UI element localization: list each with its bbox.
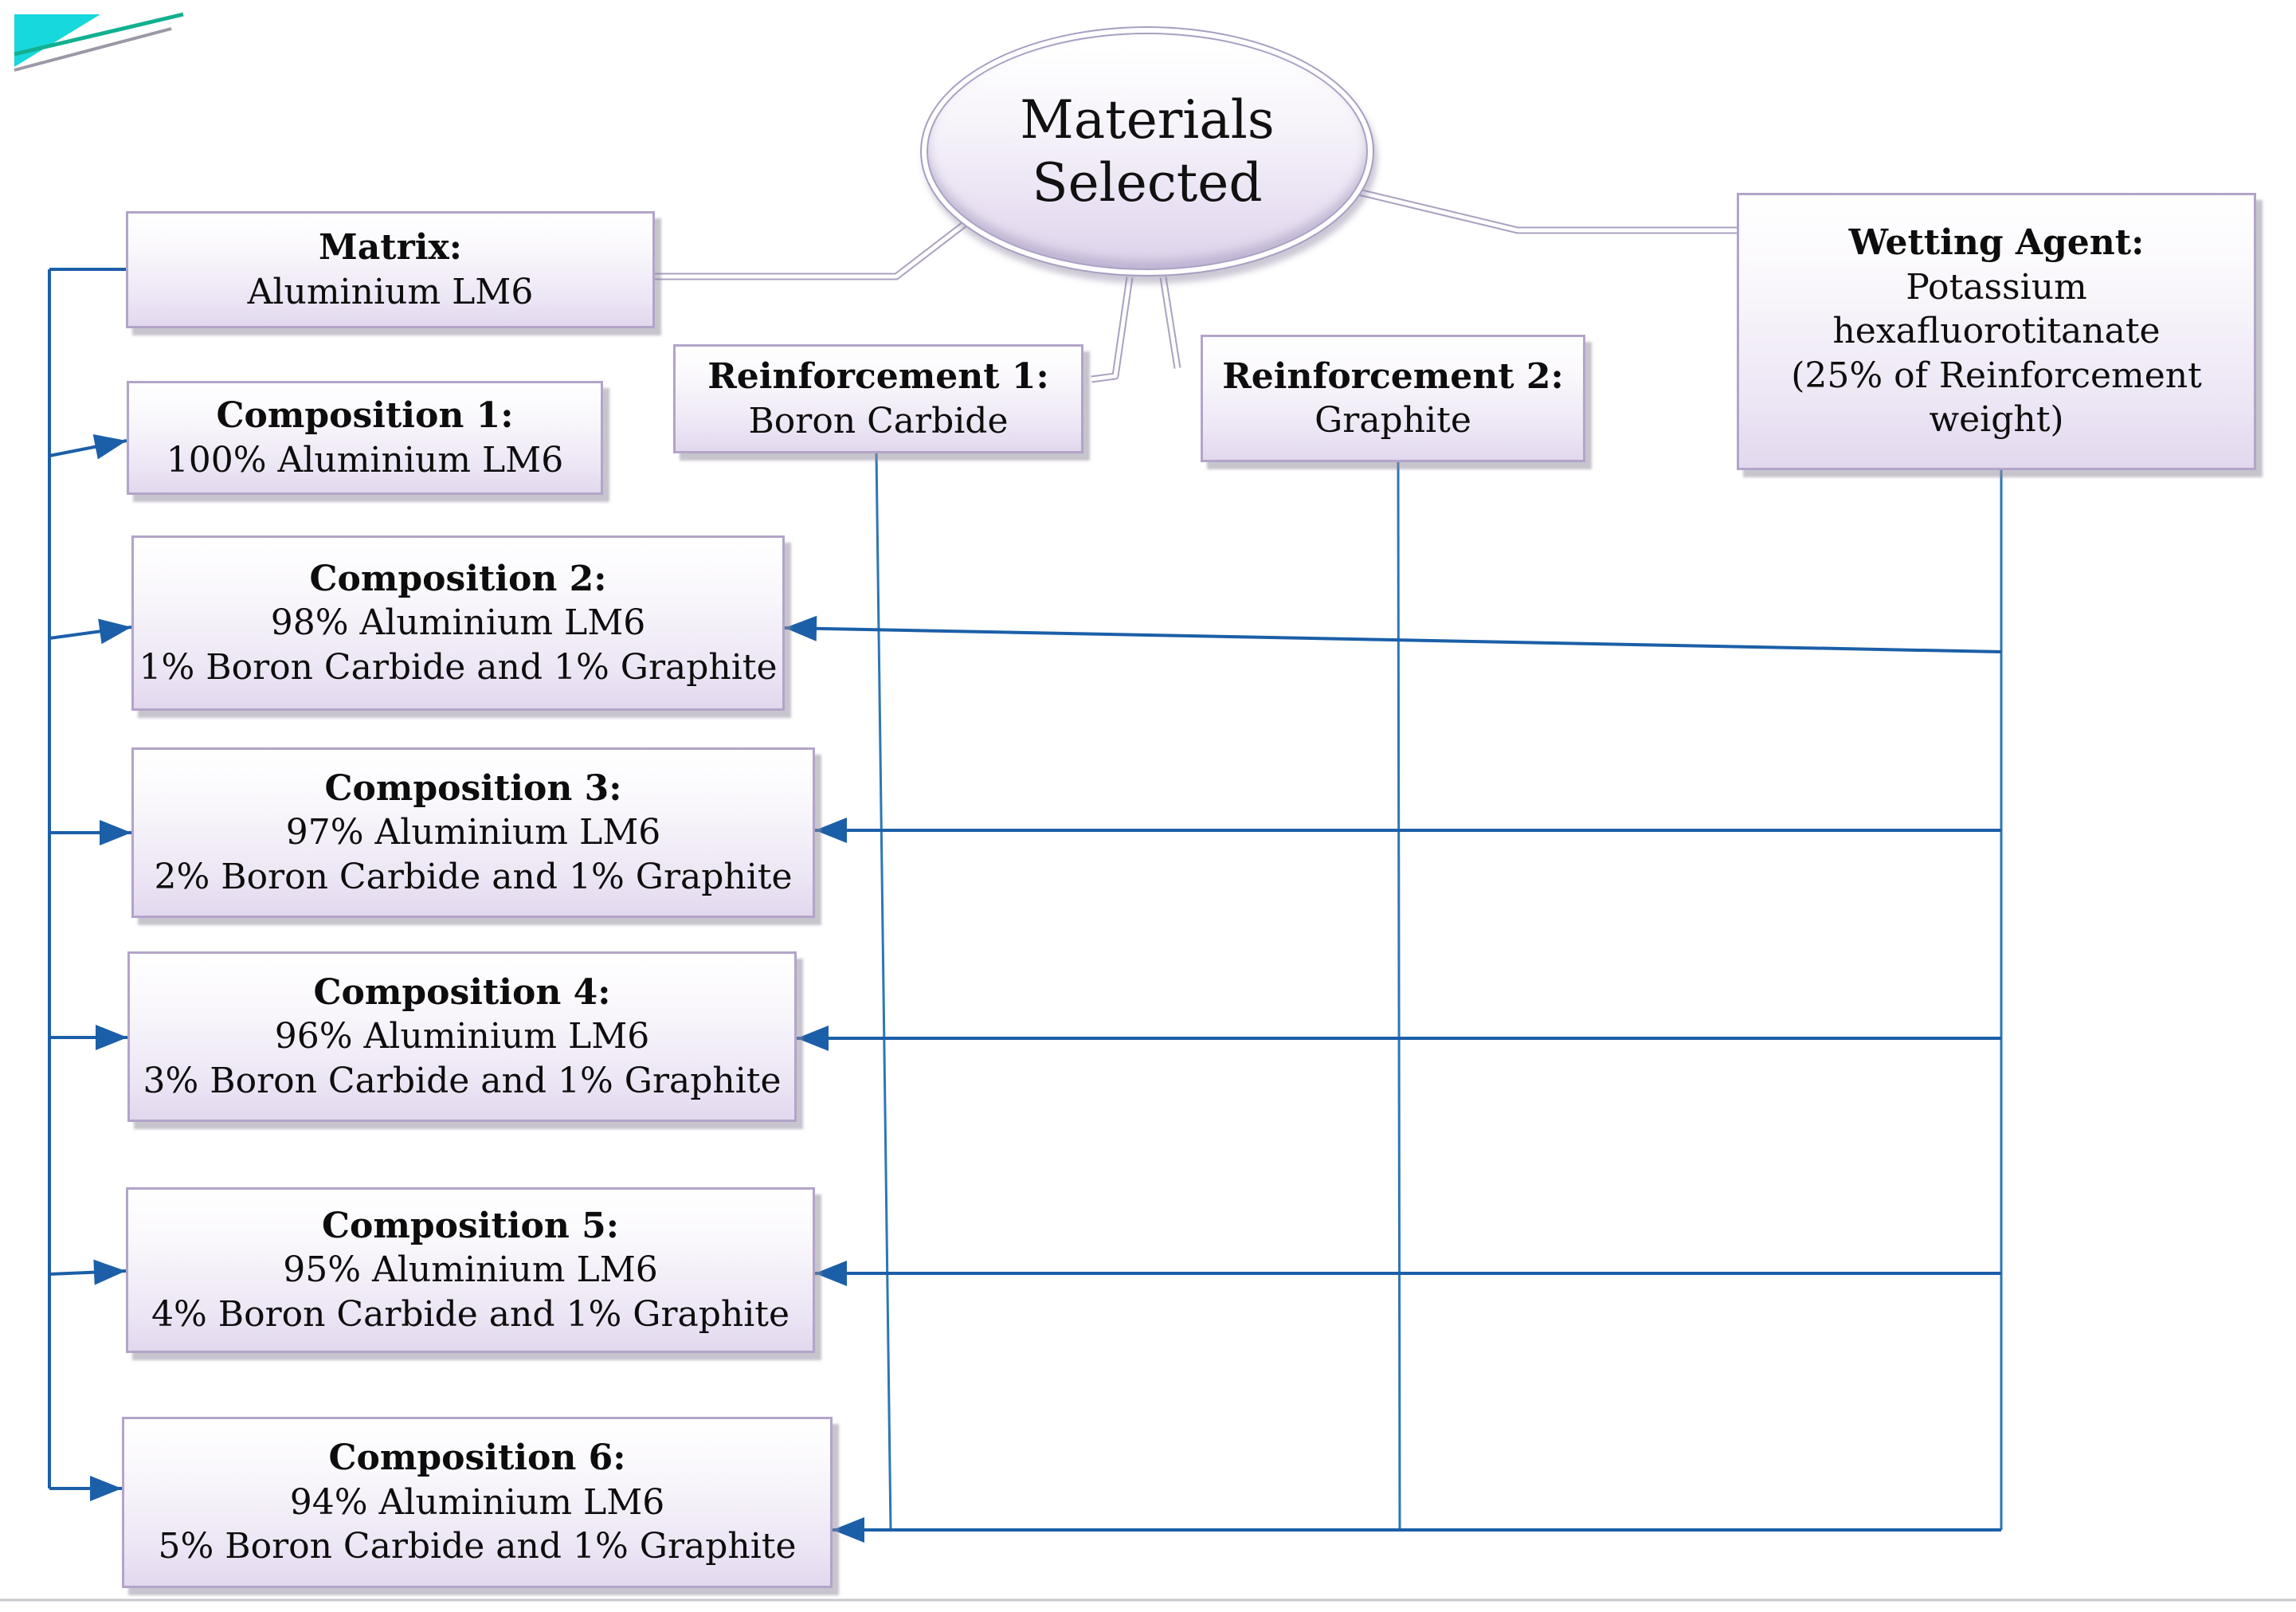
matrix-material: Aluminium LM6 (247, 271, 534, 312)
reinforcement-2-material: Graphite (1315, 400, 1471, 441)
composition-3-title: Composition 3: (324, 767, 622, 809)
reinforcement-1-material: Boron Carbide (748, 400, 1009, 441)
decorative-swoosh-logo-icon (14, 14, 183, 70)
composition-4-box: Composition 4: 96% Aluminium LM6 3% Boro… (127, 951, 797, 1122)
materials-selected-ellipse: Materials Selected (920, 26, 1374, 277)
composition-3-box: Composition 3: 97% Aluminium LM6 2% Boro… (131, 747, 815, 918)
composition-5-box: Composition 5: 95% Aluminium LM6 4% Boro… (126, 1187, 815, 1353)
reinforcement-1-title: Reinforcement 1: (707, 356, 1049, 398)
wetting-agent-line-3: (25% of Reinforcement (1791, 355, 2202, 396)
composition-2-line-2: 1% Boron Carbide and 1% Graphite (139, 646, 778, 688)
composition-6-box: Composition 6: 94% Aluminium LM6 5% Boro… (122, 1417, 833, 1588)
composition-6-line-2: 5% Boron Carbide and 1% Graphite (158, 1526, 797, 1567)
matrix-title: Matrix: (319, 227, 462, 269)
ellipse-line-1: Materials (1020, 88, 1275, 151)
composition-6-line-1: 94% Aluminium LM6 (289, 1481, 665, 1523)
reinforcement-2-box: Reinforcement 2: Graphite (1201, 335, 1585, 462)
composition-2-title: Composition 2: (309, 558, 607, 599)
composition-1-title: Composition 1: (216, 395, 514, 437)
reinforcement-1-box: Reinforcement 1: Boron Carbide (673, 344, 1083, 453)
composition-3-line-1: 97% Aluminium LM6 (285, 812, 661, 853)
wetting-agent-title: Wetting Agent: (1848, 222, 2145, 264)
composition-5-title: Composition 5: (321, 1205, 620, 1246)
composition-5-line-1: 95% Aluminium LM6 (283, 1249, 658, 1291)
composition-2-line-1: 98% Aluminium LM6 (270, 602, 646, 644)
composition-4-line-2: 3% Boron Carbide and 1% Graphite (143, 1060, 782, 1101)
matrix-box: Matrix: Aluminium LM6 (126, 211, 655, 328)
materials-selected-label: Materials Selected (927, 33, 1368, 270)
wetting-agent-line-2: hexafluorotitanate (1832, 311, 2161, 352)
wetting-agent-line-1: Potassium (1906, 266, 2087, 308)
composition-1-line: 100% Aluminium LM6 (166, 439, 564, 480)
reinforcement-2-title: Reinforcement 2: (1222, 355, 1564, 397)
composition-6-title: Composition 6: (328, 1437, 626, 1479)
wetting-agent-box: Wetting Agent: Potassium hexafluorotitan… (1737, 193, 2256, 470)
composition-1-box: Composition 1: 100% Aluminium LM6 (127, 381, 603, 495)
composition-5-line-2: 4% Boron Carbide and 1% Graphite (151, 1293, 790, 1335)
wetting-agent-line-4: weight) (1929, 399, 2064, 441)
ellipse-line-2: Selected (1032, 152, 1263, 214)
composition-4-title: Composition 4: (313, 971, 611, 1013)
composition-4-line-1: 96% Aluminium LM6 (274, 1016, 650, 1057)
composition-2-box: Composition 2: 98% Aluminium LM6 1% Boro… (131, 535, 785, 711)
composition-3-line-2: 2% Boron Carbide and 1% Graphite (154, 856, 793, 897)
